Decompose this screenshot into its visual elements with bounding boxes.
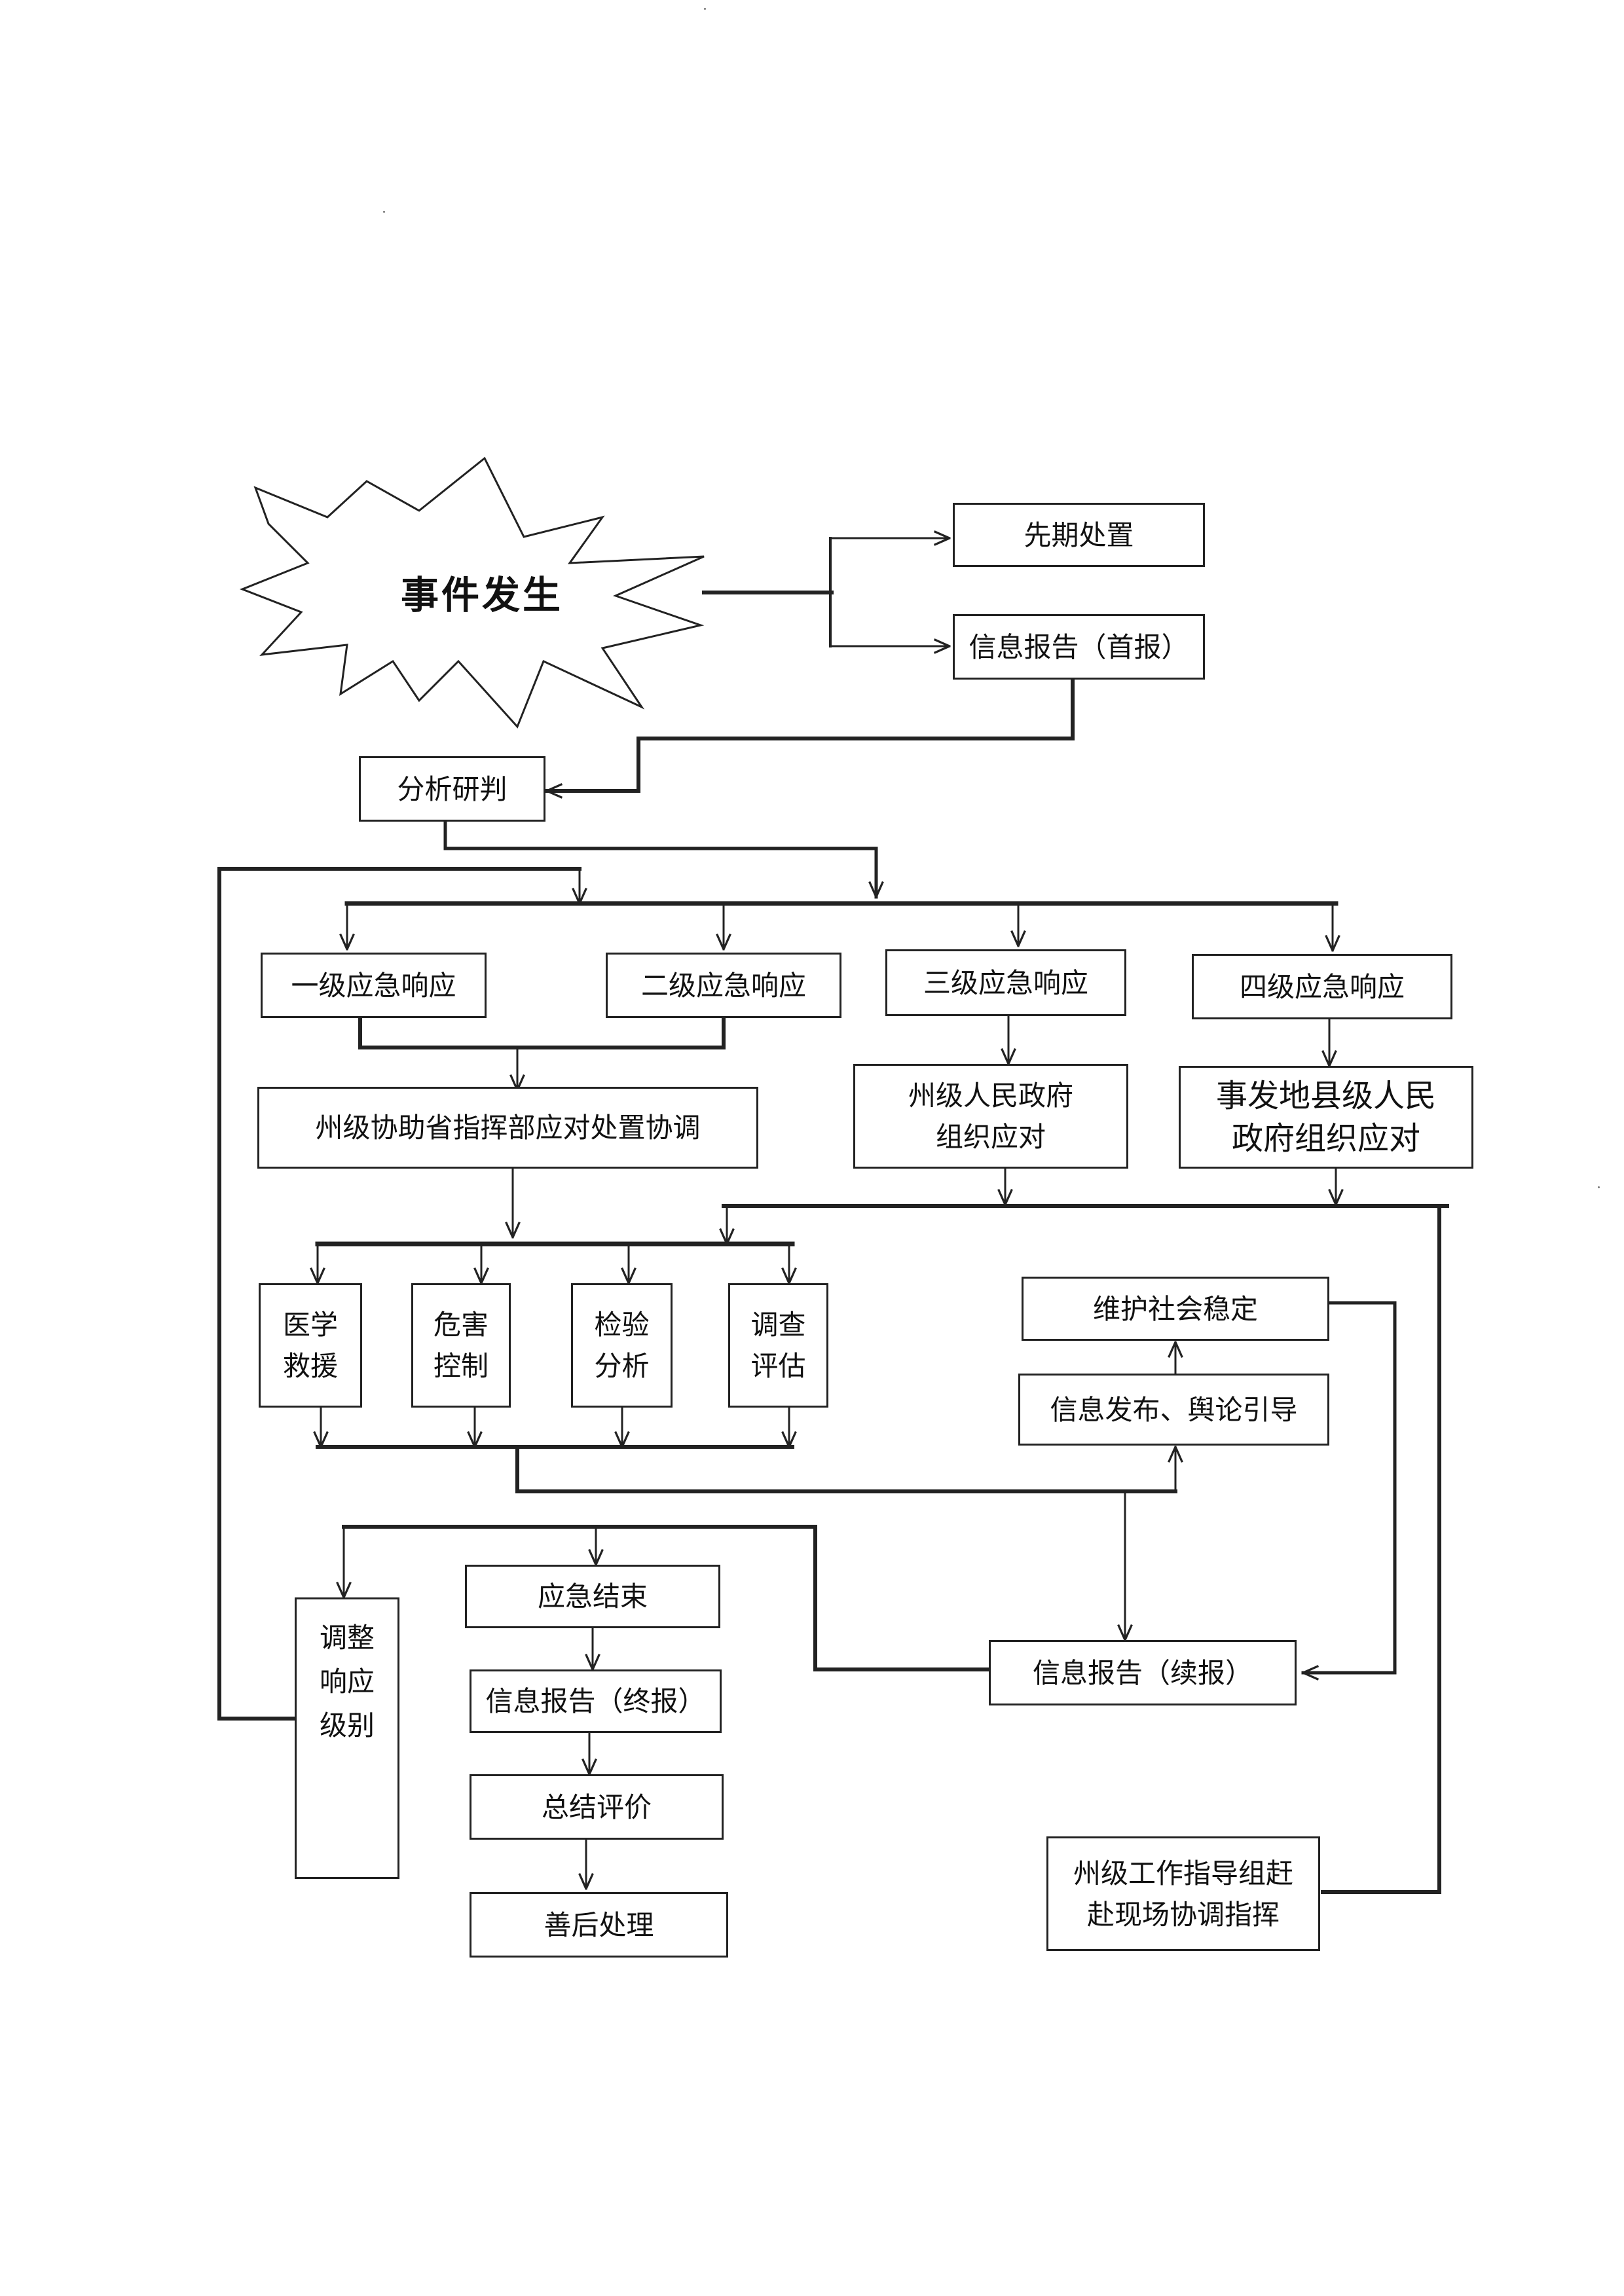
- hazard-control-box: 危害 控制: [411, 1283, 511, 1408]
- investigation-label-1: 调查: [750, 1309, 806, 1341]
- aftermath-label: 善后处理: [544, 1908, 654, 1941]
- end-response-box: 应急结束: [465, 1565, 720, 1628]
- follow-report-label: 信息报告（续报）: [1032, 1656, 1253, 1689]
- event-starburst: [239, 456, 705, 729]
- follow-report-box: 信息报告（续报）: [989, 1640, 1297, 1705]
- hazard-control-label-2: 控制: [433, 1350, 489, 1382]
- info-publicity-label: 信息发布、舆论引导: [1050, 1393, 1298, 1426]
- medical-rescue-label-1: 医学: [282, 1309, 338, 1341]
- prefecture-gov-label-1: 州级人民政府: [908, 1080, 1073, 1112]
- investigation-label-2: 评估: [750, 1350, 806, 1382]
- level4-response-label: 四级应急响应: [1239, 970, 1405, 1003]
- level1-response-label: 一级应急响应: [291, 969, 456, 1002]
- hazard-control-label-1: 危害: [433, 1309, 489, 1341]
- initial-response-label: 先期处置: [1024, 519, 1134, 551]
- level1-response-box: 一级应急响应: [261, 953, 487, 1018]
- level4-response-box: 四级应急响应: [1192, 954, 1452, 1019]
- summary-evaluation-label: 总结评价: [541, 1791, 652, 1823]
- medical-rescue-label-2: 救援: [282, 1350, 338, 1382]
- info-publicity-box: 信息发布、舆论引导: [1018, 1374, 1329, 1446]
- testing-analysis-label-2: 分析: [594, 1350, 650, 1382]
- medical-rescue-box: 医学 救援: [259, 1283, 362, 1408]
- analysis-label: 分析研判: [397, 773, 507, 805]
- level3-response-box: 三级应急响应: [885, 949, 1126, 1016]
- scan-speck: [383, 211, 385, 213]
- final-report-box: 信息报告（终报）: [470, 1669, 722, 1733]
- county-gov-label-1: 事发地县级人民: [1215, 1077, 1436, 1114]
- first-report-box: 信息报告（首报）: [953, 614, 1205, 680]
- level2-response-box: 二级应急响应: [606, 953, 841, 1018]
- social-stability-box: 维护社会稳定: [1022, 1277, 1329, 1341]
- prefecture-assist-label: 州级协助省指挥部应对处置协调: [315, 1112, 701, 1144]
- testing-analysis-label-1: 检验: [594, 1309, 650, 1341]
- prefecture-gov-label-2: 组织应对: [935, 1121, 1046, 1153]
- initial-response-box: 先期处置: [953, 503, 1205, 567]
- county-gov-box: 事发地县级人民 政府组织应对: [1179, 1066, 1473, 1169]
- adjust-level-label-1: 调整: [319, 1622, 375, 1654]
- aftermath-box: 善后处理: [470, 1892, 728, 1958]
- adjust-level-box: 调整 响应 级别: [295, 1597, 399, 1879]
- county-gov-label-2: 政府组织应对: [1231, 1120, 1420, 1157]
- prefecture-gov-box: 州级人民政府 组织应对: [853, 1064, 1128, 1169]
- scan-speck: [704, 8, 706, 10]
- final-report-label: 信息报告（终报）: [485, 1685, 706, 1717]
- investigation-box: 调查 评估: [728, 1283, 828, 1408]
- level2-response-label: 二级应急响应: [640, 969, 806, 1002]
- adjust-level-label-2: 响应: [319, 1666, 375, 1698]
- social-stability-label: 维护社会稳定: [1092, 1292, 1258, 1325]
- level3-response-label: 三级应急响应: [923, 966, 1088, 999]
- analysis-box: 分析研判: [359, 756, 545, 822]
- first-report-label: 信息报告（首报）: [969, 630, 1189, 663]
- end-response-label: 应急结束: [537, 1580, 648, 1613]
- event-occurs-label: 事件发生: [401, 573, 564, 617]
- summary-evaluation-box: 总结评价: [470, 1774, 724, 1840]
- guidance-team-box: 州级工作指导组赶 赴现场协调指挥: [1046, 1836, 1320, 1951]
- scan-speck: [1598, 1186, 1600, 1188]
- adjust-level-label-3: 级别: [319, 1709, 375, 1742]
- prefecture-assist-box: 州级协助省指挥部应对处置协调: [257, 1087, 758, 1169]
- testing-analysis-box: 检验 分析: [571, 1283, 673, 1408]
- guidance-team-label-1: 州级工作指导组赶: [1073, 1857, 1293, 1889]
- guidance-team-label-2: 赴现场协调指挥: [1086, 1898, 1280, 1931]
